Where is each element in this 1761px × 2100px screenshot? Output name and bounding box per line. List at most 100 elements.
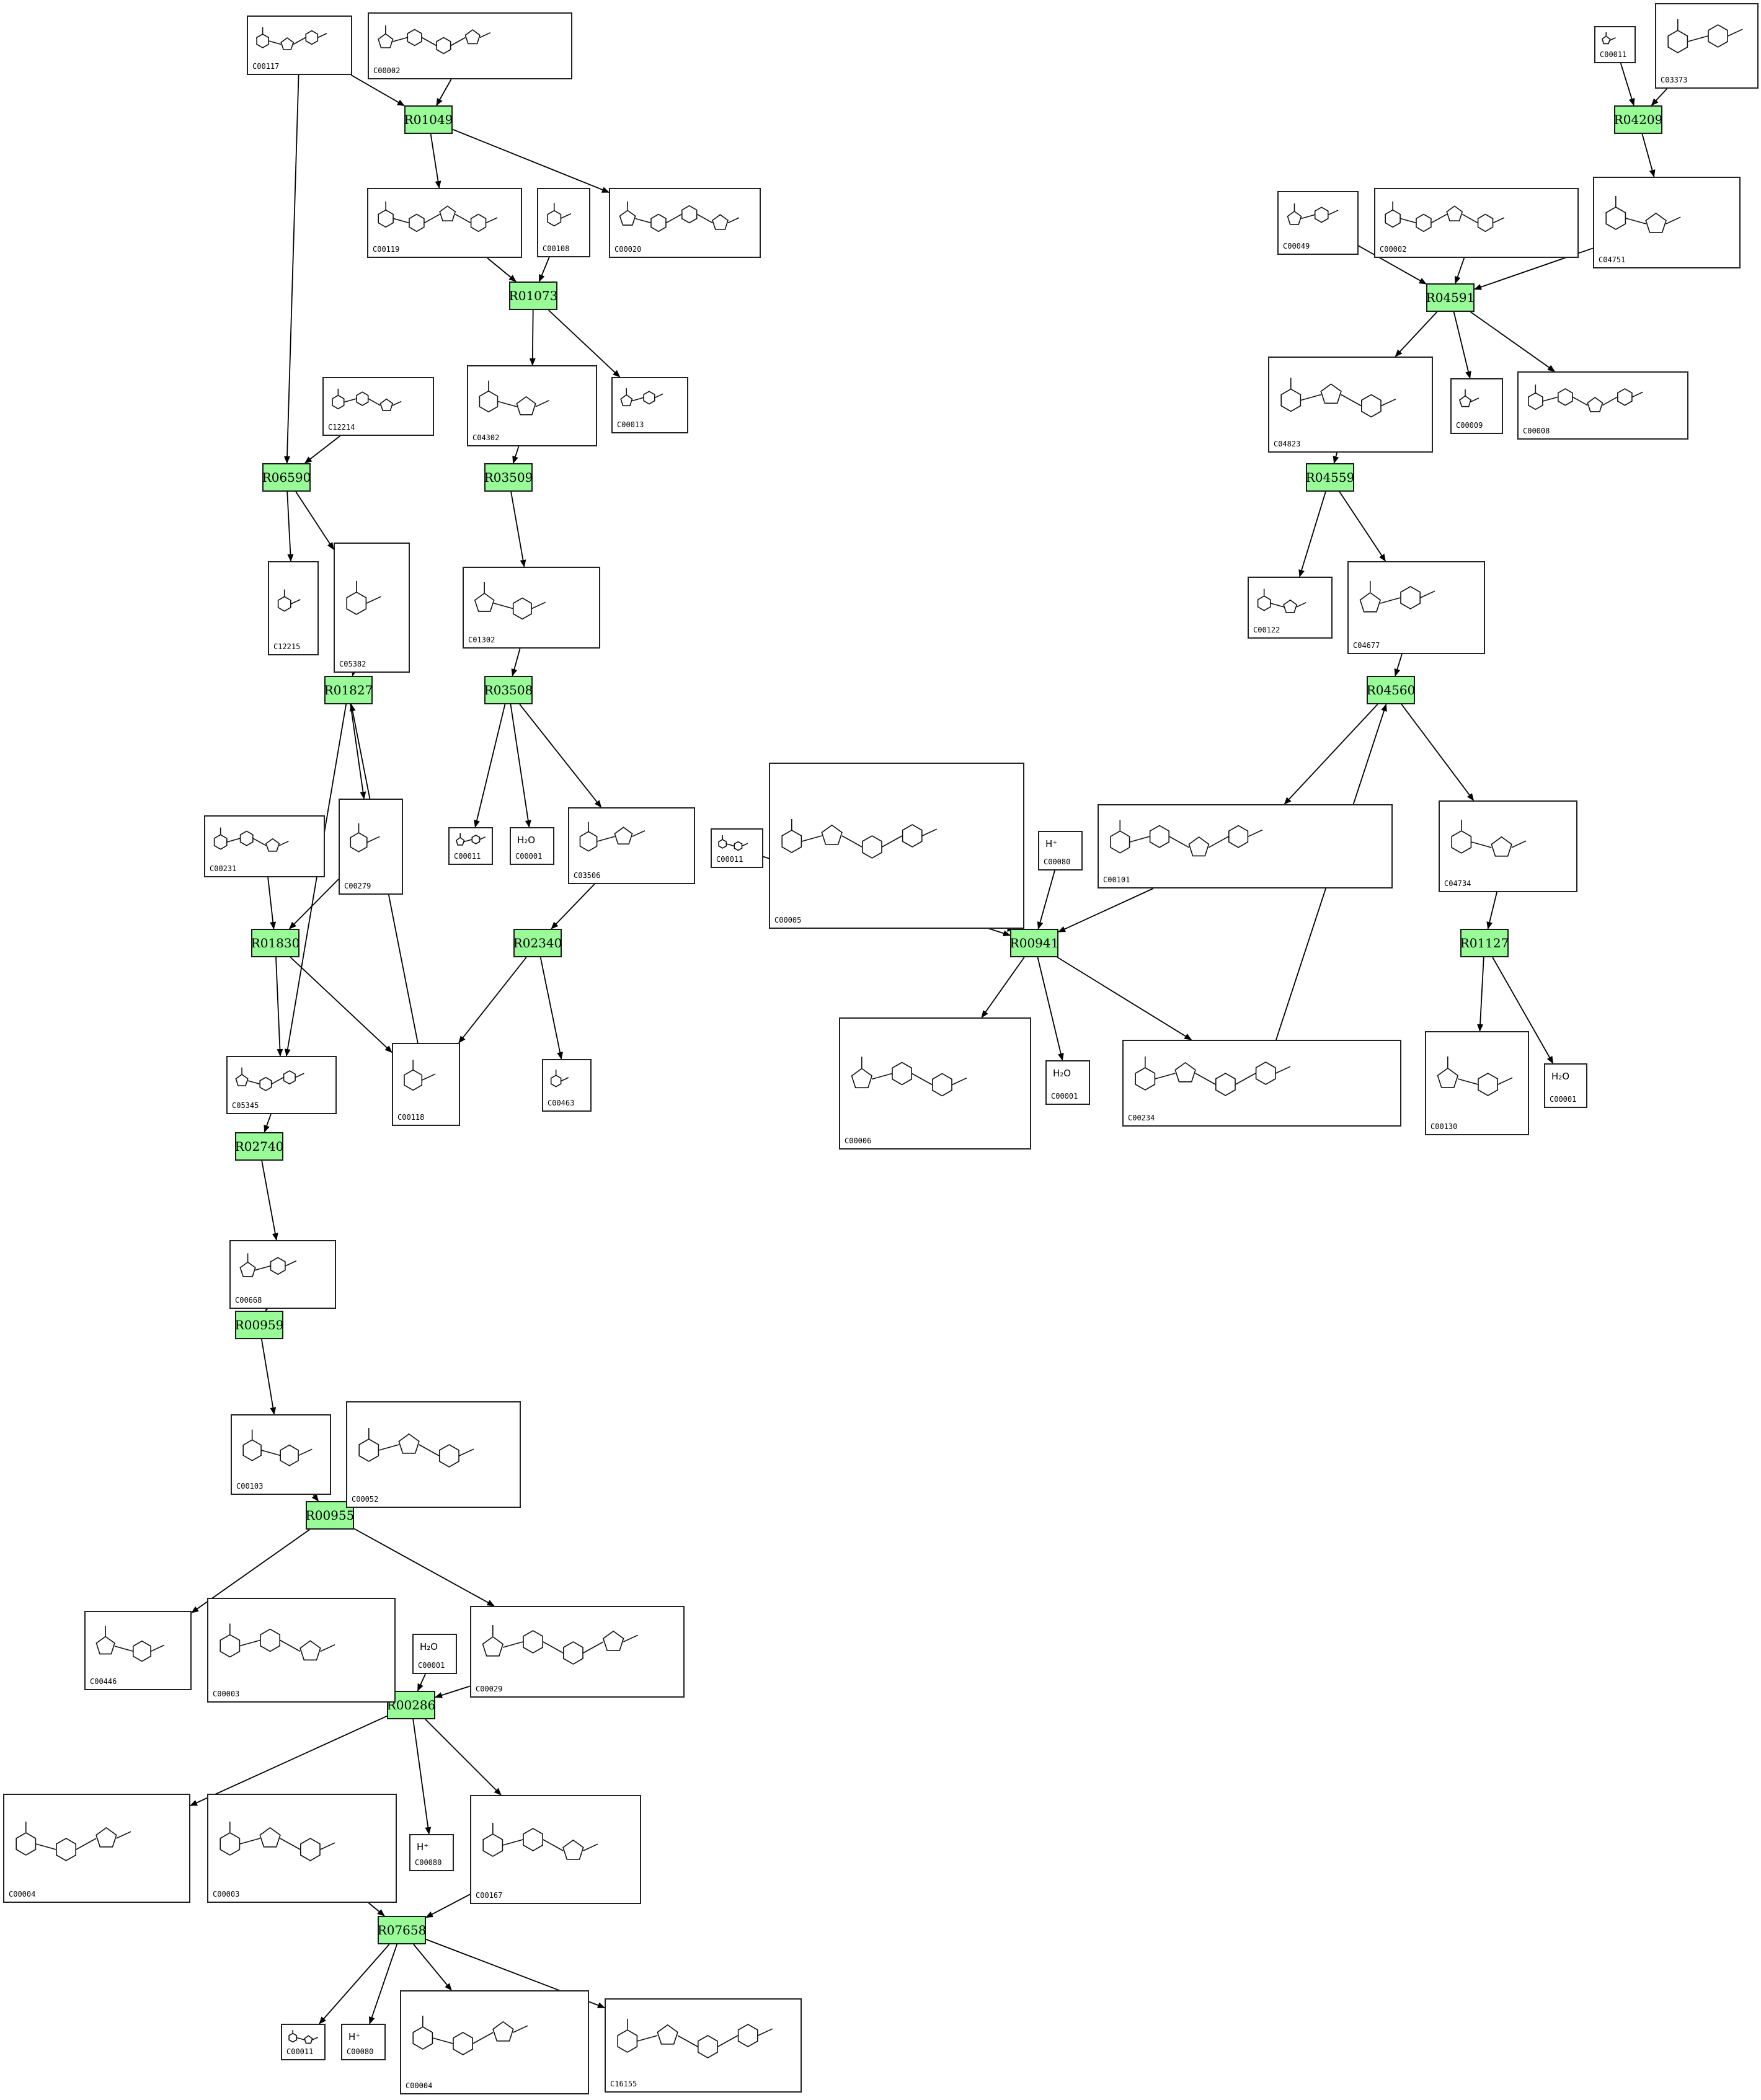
compound-node[interactable]: C00122: [1248, 577, 1333, 639]
compound-node[interactable]: C00004: [400, 1990, 589, 2094]
compound-id-label: C00002: [373, 66, 401, 75]
reaction-node[interactable]: R00959: [235, 1311, 283, 1339]
structure-drawing: [1359, 581, 1435, 613]
compound-node[interactable]: C16155: [605, 1998, 802, 2093]
compound-node[interactable]: H⁺C00080: [409, 1834, 454, 1871]
edge-arrow: [1453, 311, 1471, 379]
compound-node[interactable]: H⁺C00080: [341, 2024, 386, 2060]
edge-arrow: [487, 257, 517, 282]
reaction-node[interactable]: R00286: [387, 1691, 435, 1719]
compound-node[interactable]: C00108: [537, 188, 590, 257]
compound-node[interactable]: C04823: [1268, 357, 1433, 453]
compound-id-label: C00003: [213, 1890, 240, 1898]
reaction-node[interactable]: R03509: [484, 463, 533, 492]
compound-node[interactable]: C04302: [467, 365, 597, 446]
reaction-node[interactable]: R04560: [1367, 676, 1415, 704]
compound-node[interactable]: C00004: [3, 1794, 190, 1903]
compound-formula: H⁺: [1045, 838, 1058, 849]
reaction-node[interactable]: R01127: [1460, 929, 1509, 957]
compound-node[interactable]: C03506: [568, 807, 695, 884]
structure-drawing: [378, 201, 498, 233]
compound-node[interactable]: C00002: [368, 12, 572, 79]
edge-arrow: [510, 491, 526, 567]
reaction-node[interactable]: R06590: [262, 463, 311, 492]
compound-node[interactable]: C00130: [1425, 1031, 1529, 1135]
edge-arrow: [1284, 704, 1378, 805]
structure-area: [397, 1048, 455, 1110]
compound-node[interactable]: C00011: [448, 827, 493, 865]
compound-node[interactable]: C00002: [1374, 188, 1579, 258]
reaction-node[interactable]: R01049: [404, 105, 453, 134]
compound-node[interactable]: C00103: [231, 1414, 331, 1495]
structure-area: [610, 2003, 797, 2076]
reaction-node[interactable]: R01073: [509, 281, 557, 310]
compound-id-label: C04751: [1599, 255, 1626, 264]
compound-node[interactable]: C00117: [247, 16, 352, 75]
compound-node[interactable]: C01302: [463, 567, 600, 649]
compound-node[interactable]: C04751: [1593, 177, 1741, 268]
compound-node[interactable]: C12215: [268, 561, 319, 655]
compound-node[interactable]: C05382: [334, 543, 410, 673]
edge-arrow: [284, 74, 299, 464]
compound-formula: H⁺: [417, 1841, 429, 1853]
compound-node[interactable]: C00052: [346, 1401, 521, 1508]
compound-id-label: C00001: [418, 1661, 445, 1670]
structure-drawing: [1110, 820, 1263, 857]
compound-id-label: C00279: [344, 882, 371, 890]
reaction-node[interactable]: R04559: [1306, 463, 1354, 492]
compound-node[interactable]: C00008: [1517, 371, 1688, 440]
compound-node[interactable]: C00119: [367, 188, 522, 258]
compound-node[interactable]: C03373: [1655, 3, 1759, 89]
compound-node[interactable]: C00006: [839, 1017, 1031, 1150]
reaction-node[interactable]: R04591: [1426, 283, 1475, 312]
reaction-node[interactable]: R02340: [513, 929, 562, 957]
compound-node[interactable]: C00003: [207, 1598, 396, 1703]
compound-node[interactable]: C00011: [1594, 26, 1636, 63]
compound-node[interactable]: C00009: [1450, 378, 1503, 434]
compound-node[interactable]: C05345: [226, 1056, 337, 1114]
edge-arrow: [286, 491, 294, 562]
compound-node[interactable]: C00005: [769, 763, 1024, 929]
compound-node[interactable]: C00463: [542, 1059, 592, 1112]
compound-node[interactable]: C00029: [470, 1606, 685, 1698]
compound-node[interactable]: C00446: [84, 1611, 192, 1690]
compound-id-label: C03373: [1661, 76, 1688, 84]
compound-node[interactable]: C00231: [204, 815, 325, 877]
compound-id-label: C00668: [235, 1296, 262, 1305]
compound-node[interactable]: C00234: [1122, 1040, 1401, 1127]
structure-drawing: [455, 833, 486, 846]
compound-node[interactable]: C00118: [392, 1043, 460, 1126]
compound-node[interactable]: C00011: [281, 2024, 326, 2060]
compound-node[interactable]: C00101: [1098, 804, 1393, 888]
compound-node[interactable]: C04734: [1439, 800, 1577, 892]
compound-node[interactable]: C00167: [470, 1795, 641, 1904]
compound-node[interactable]: C00011: [711, 828, 763, 868]
reaction-node[interactable]: R00955: [306, 1501, 354, 1530]
reaction-node[interactable]: R03508: [484, 676, 533, 704]
compound-node[interactable]: C00003: [207, 1794, 397, 1903]
compound-id-label: C00011: [716, 855, 743, 864]
compound-node[interactable]: H⁺C00080: [1038, 831, 1083, 871]
compound-node[interactable]: C00020: [609, 188, 761, 258]
edge-arrow: [1641, 133, 1656, 177]
edge-arrow: [511, 648, 521, 676]
compound-node[interactable]: C00279: [339, 799, 403, 895]
compound-node[interactable]: C12214: [322, 377, 434, 436]
reaction-node[interactable]: R04209: [1614, 105, 1662, 134]
reaction-node[interactable]: R02740: [235, 1132, 283, 1161]
reaction-node[interactable]: R07658: [378, 1916, 426, 1944]
compound-node[interactable]: C00013: [611, 377, 688, 433]
structure-drawing: [547, 203, 572, 227]
reaction-node[interactable]: R00941: [1010, 929, 1058, 957]
compound-node[interactable]: C00668: [229, 1240, 336, 1309]
edge-arrow: [413, 1944, 452, 1991]
reaction-node[interactable]: R01830: [251, 929, 299, 957]
reaction-node[interactable]: R01827: [324, 676, 373, 704]
compound-node[interactable]: C00049: [1277, 191, 1359, 255]
compound-node[interactable]: C04677: [1347, 561, 1485, 654]
